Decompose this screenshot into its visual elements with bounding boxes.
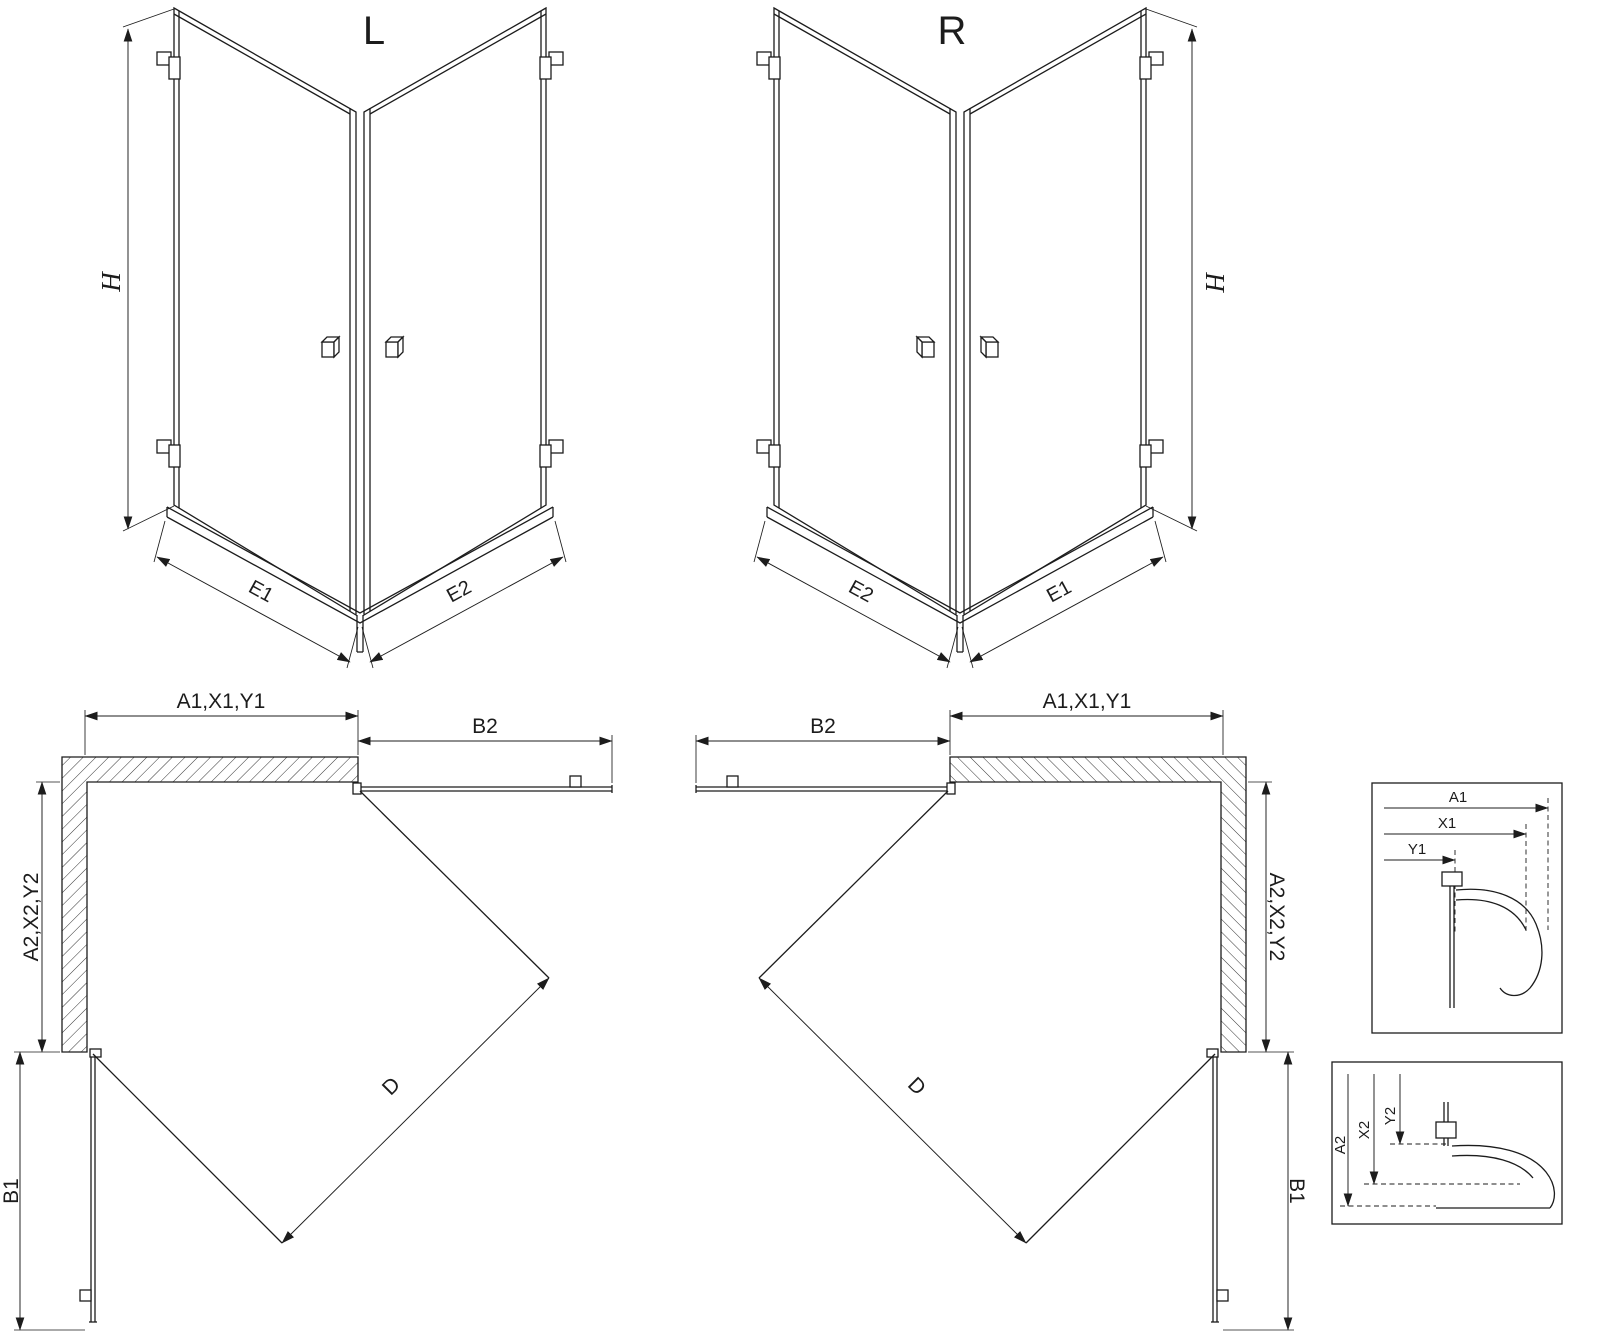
iso-view-right: R H E2 E1 xyxy=(754,8,1230,668)
detail-label-x1: X1 xyxy=(1438,815,1456,832)
dim-label-b1-left: B1 xyxy=(0,1178,23,1204)
dim-label-a2x2y2-right: A2,X2,Y2 xyxy=(1265,873,1288,962)
detail-width-inset: A1 X1 Y1 xyxy=(1371,782,1563,1034)
dim-label-a2x2y2-left: A2,X2,Y2 xyxy=(20,873,43,962)
dim-label-e1-right: E1 xyxy=(1043,576,1075,607)
plan-geometry-right xyxy=(696,710,1294,1330)
dim-label-height-right: H xyxy=(1200,271,1230,293)
dim-label-e2-right: E2 xyxy=(845,576,877,607)
iso-geometry-right xyxy=(754,8,1197,668)
detail-label-x2: X2 xyxy=(1356,1121,1373,1139)
dim-label-a1x1y1-right: A1,X1,Y1 xyxy=(1043,690,1132,713)
variant-label-left: L xyxy=(363,9,385,53)
dim-label-b2-left: B2 xyxy=(472,715,498,738)
plan-geometry-left xyxy=(14,710,612,1330)
detail-label-a2: A2 xyxy=(1332,1136,1349,1154)
detail-label-a1: A1 xyxy=(1449,789,1467,806)
dim-label-e1-left: E1 xyxy=(245,576,277,607)
dim-label-d-right: D xyxy=(903,1073,930,1100)
dim-label-e2-left: E2 xyxy=(443,576,475,607)
detail-depth-inset: A2 X2 Y2 xyxy=(1331,1061,1563,1225)
detail-label-y1: Y1 xyxy=(1408,841,1426,858)
plan-view-right: B2 A1,X1,Y1 A2,X2,Y2 B1 D xyxy=(696,690,1308,1330)
detail-depth-box xyxy=(1331,1061,1563,1225)
detail-label-y2: Y2 xyxy=(1382,1107,1399,1125)
plan-view-left: A1,X1,Y1 B2 A2,X2,Y2 B1 D xyxy=(0,690,612,1330)
detail-width-box xyxy=(1371,782,1563,1034)
dim-label-d-left: D xyxy=(378,1073,405,1100)
iso-geometry-left xyxy=(123,8,566,668)
dim-label-b1-right: B1 xyxy=(1285,1178,1308,1204)
dim-label-a1x1y1-left: A1,X1,Y1 xyxy=(177,690,266,713)
iso-view-left: L H E1 E2 xyxy=(96,8,566,668)
dim-label-height-left: H xyxy=(96,271,126,293)
dim-label-b2-right: B2 xyxy=(810,715,836,738)
variant-label-right: R xyxy=(938,9,967,53)
